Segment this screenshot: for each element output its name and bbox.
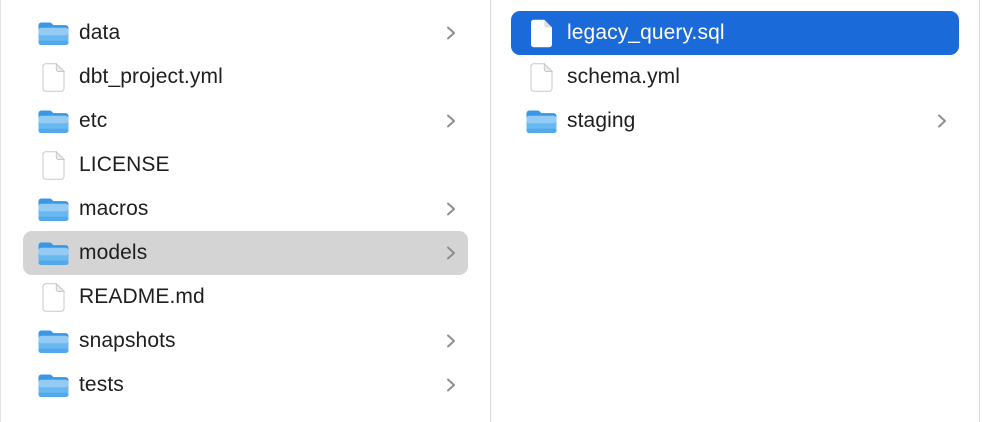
chevron-right-icon [446,334,455,348]
folder-icon [38,22,68,45]
item-label: etc [79,109,108,132]
file-row-license[interactable]: LICENSE [23,143,468,187]
item-label: schema.yml [567,65,681,88]
file-row-dbt-project-yml[interactable]: dbt_project.yml [23,55,468,99]
folder-icon [38,330,68,353]
column-models: legacy_query.sql schema.yml staging [491,0,980,422]
file-icon [530,19,552,47]
folder-row-data[interactable]: data [23,11,468,55]
file-icon [530,62,553,92]
file-icon [42,150,65,180]
item-label: data [79,21,121,44]
chevron-right-icon [937,114,946,128]
chevron-right-icon [446,246,455,260]
folder-icon [526,110,556,133]
item-label: legacy_query.sql [567,21,725,44]
file-row-schema-yml[interactable]: schema.yml [511,55,959,99]
chevron-right-icon [446,26,455,40]
folder-row-tests[interactable]: tests [23,363,468,407]
item-label: dbt_project.yml [79,65,223,88]
item-label: LICENSE [79,153,170,176]
item-label: staging [567,109,636,132]
item-label: macros [79,197,149,220]
folder-row-snapshots[interactable]: snapshots [23,319,468,363]
folder-row-etc[interactable]: etc [23,99,468,143]
folder-row-macros[interactable]: macros [23,187,468,231]
file-icon [42,62,65,92]
folder-icon [38,198,68,221]
chevron-right-icon [446,202,455,216]
column-parent: data dbt_project.yml etc LICENSE [0,0,491,422]
item-label: models [79,241,148,264]
file-row-readme-md[interactable]: README.md [23,275,468,319]
folder-icon [38,374,68,397]
item-label: tests [79,373,124,396]
chevron-right-icon [446,114,455,128]
chevron-right-icon [446,378,455,392]
file-row-legacy-query-sql[interactable]: legacy_query.sql [511,11,959,55]
folder-row-models[interactable]: models [23,231,468,275]
file-icon [42,282,65,312]
item-label: README.md [79,285,205,308]
folder-icon [38,242,68,265]
folder-row-staging[interactable]: staging [511,99,959,143]
item-label: snapshots [79,329,176,352]
folder-icon [38,110,68,133]
